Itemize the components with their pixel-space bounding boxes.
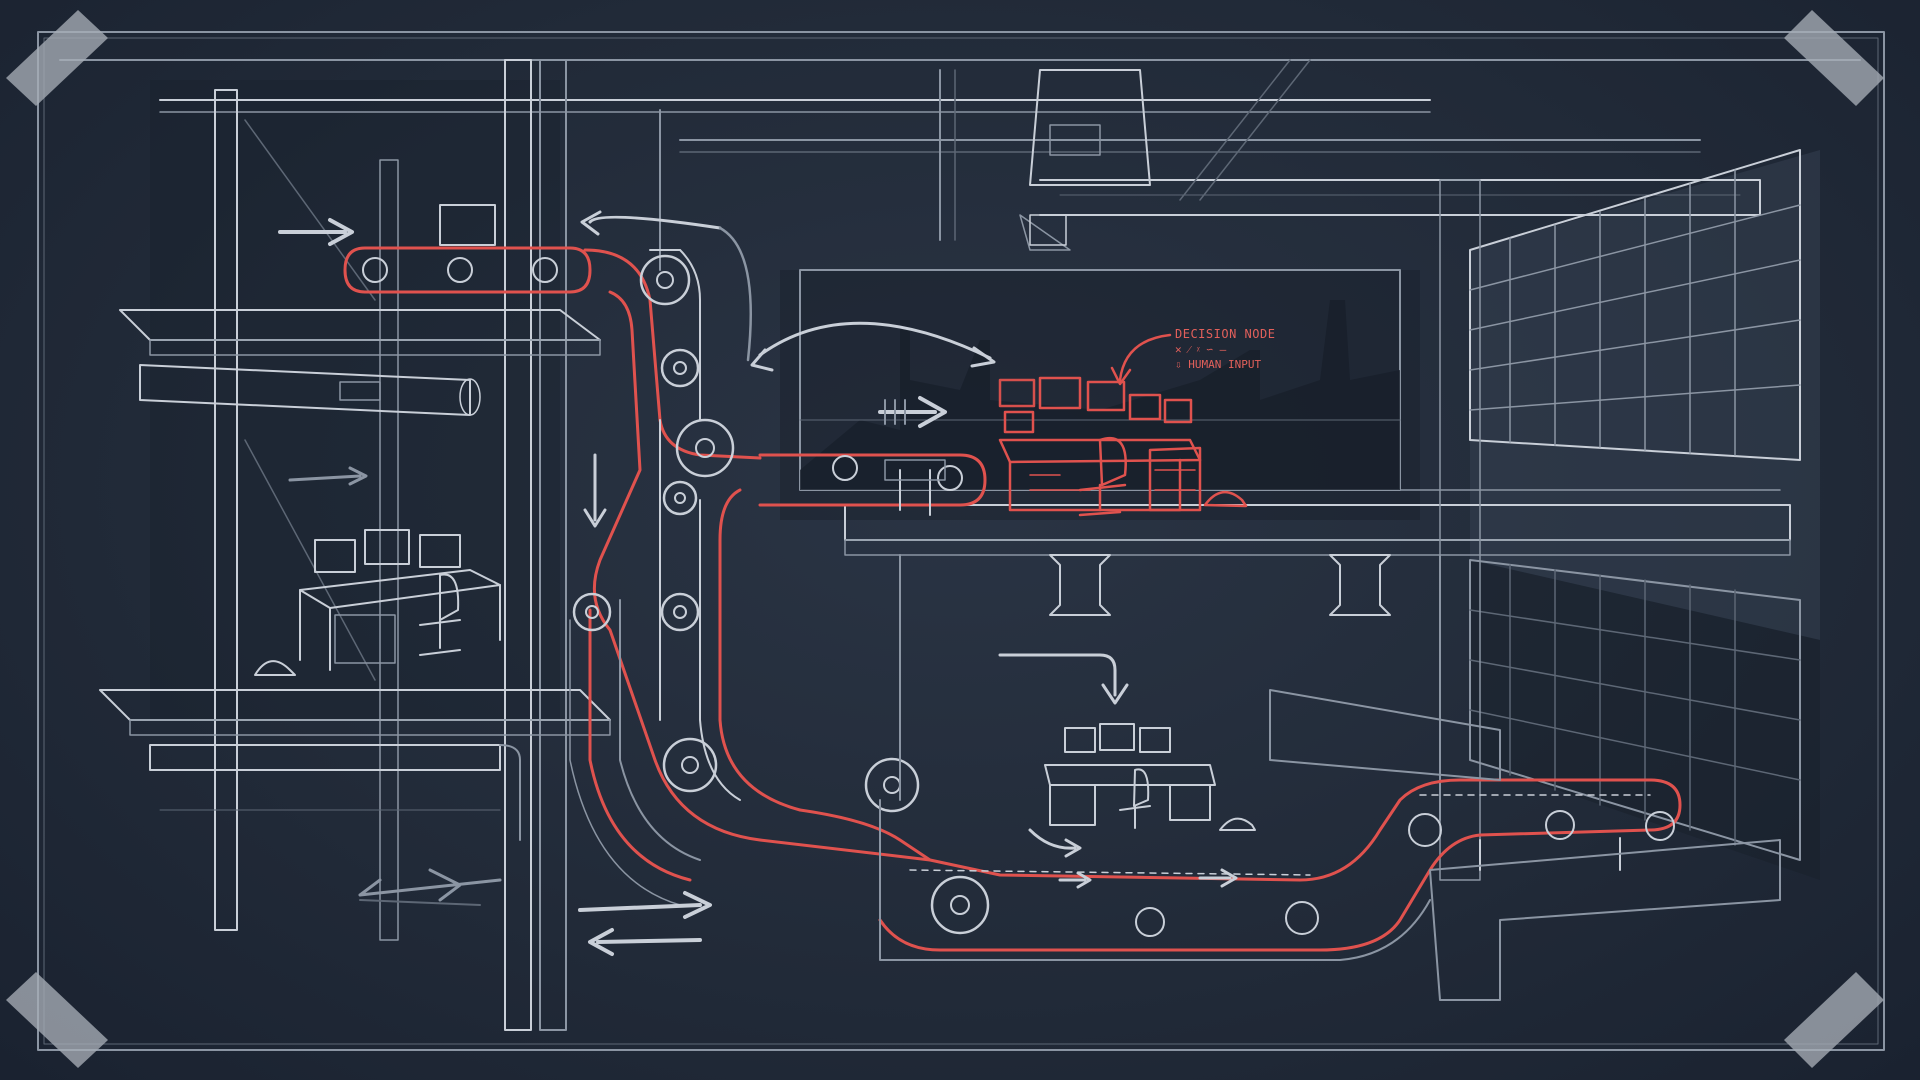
arrow-left-icon bbox=[580, 210, 753, 362]
hard-hat-icon bbox=[1203, 491, 1248, 508]
crate bbox=[439, 204, 496, 246]
hard-hat-icon bbox=[1219, 817, 1256, 831]
arrow-right-icon bbox=[578, 891, 712, 919]
monitor-icon bbox=[998, 376, 1193, 434]
tape-corner-icon bbox=[6, 10, 108, 106]
tape-corner-icon bbox=[1784, 10, 1884, 106]
arrow-right-icon bbox=[288, 466, 368, 486]
arrow-right-icon bbox=[1198, 868, 1238, 888]
decision-node-workstation: DECISION NODE ✕ ⁄ ᵡ ∽ — ⇩ HUMAN INPUT bbox=[998, 327, 1275, 517]
lower-middle-workstation bbox=[998, 653, 1256, 831]
monitor-icon bbox=[1064, 723, 1171, 753]
office-chair-icon bbox=[1119, 768, 1151, 829]
office-chair-icon bbox=[419, 573, 461, 656]
upper-left-conveyor bbox=[278, 204, 592, 294]
arrow-right-icon bbox=[1028, 828, 1082, 858]
monitor-icon bbox=[314, 529, 461, 573]
gear-icon bbox=[572, 592, 612, 632]
gear-icon bbox=[660, 348, 700, 388]
gear-icon bbox=[639, 254, 691, 306]
gear-icon bbox=[675, 418, 735, 478]
tape-corner-icon bbox=[1784, 972, 1884, 1068]
annotation-scribble: ✕ ⁄ ᵡ ∽ — bbox=[1175, 343, 1227, 356]
ceiling-structure bbox=[59, 59, 1861, 271]
gear-icon bbox=[864, 757, 920, 813]
tape-corner-icon bbox=[6, 972, 108, 1068]
vertical-chain-conveyor bbox=[569, 210, 990, 935]
arrow-left-icon bbox=[588, 928, 702, 956]
arrow-right-icon bbox=[1058, 871, 1092, 889]
left-mezzanine bbox=[99, 59, 611, 1031]
lower-left-workstation bbox=[254, 466, 501, 676]
annotation-subtitle: ⇩ HUMAN INPUT bbox=[1175, 358, 1261, 371]
arrow-right-icon bbox=[878, 396, 947, 428]
right-windows bbox=[1439, 149, 1801, 881]
gear-icon bbox=[662, 480, 698, 516]
gear-icon bbox=[930, 875, 990, 935]
arrow-down-icon bbox=[583, 453, 607, 528]
feed-conveyor bbox=[750, 321, 996, 516]
floor-arrows bbox=[358, 868, 712, 956]
gear-icon bbox=[660, 592, 700, 632]
office-chair-icon bbox=[1078, 437, 1127, 517]
arrow-right-icon bbox=[278, 218, 354, 246]
chalk-frame bbox=[37, 31, 1885, 1051]
annotation-title: DECISION NODE bbox=[1175, 327, 1275, 341]
gear-icon bbox=[662, 737, 718, 793]
lower-conveyor bbox=[798, 689, 1781, 1001]
arrow-right-icon bbox=[750, 321, 996, 372]
arrow-down-icon bbox=[998, 653, 1129, 705]
hard-hat-icon bbox=[254, 660, 296, 676]
